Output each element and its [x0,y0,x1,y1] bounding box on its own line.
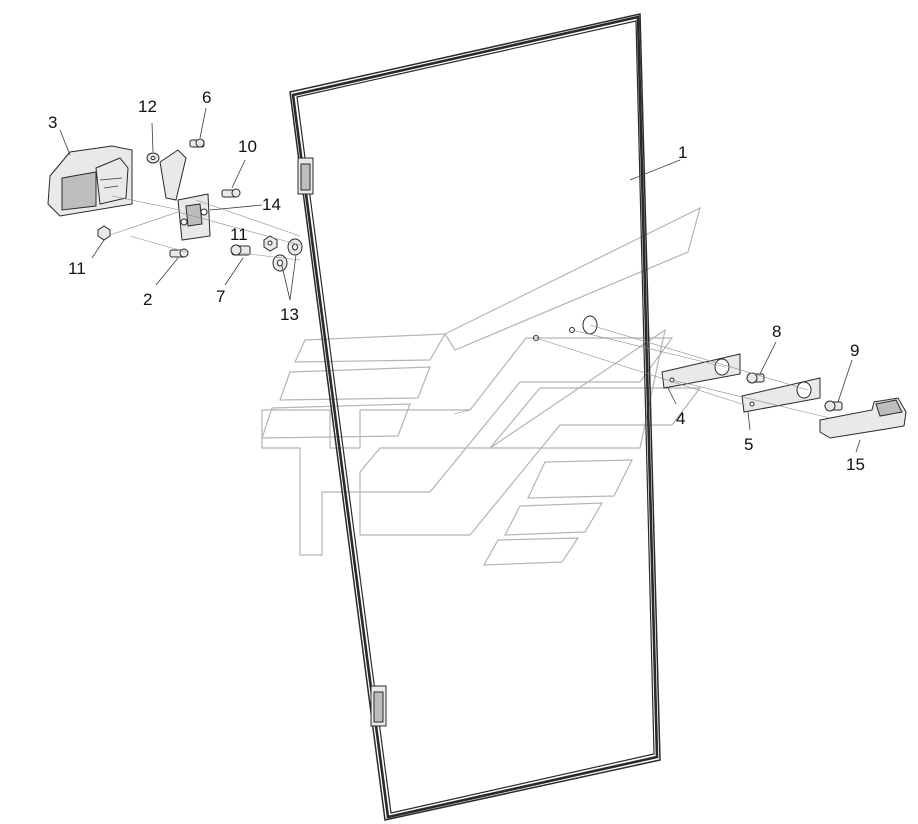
washer-12 [146,152,160,164]
callout-10: 10 [238,137,257,156]
callout-5: 5 [744,435,753,454]
screw-6 [189,138,205,148]
callout-11-left: 11 [68,259,86,278]
door-panel [289,13,661,821]
nut-11-left [97,225,111,241]
callout-7: 7 [216,287,225,306]
callout-2: 2 [143,290,152,309]
callout-3: 3 [48,113,57,132]
callout-labels: 1 2 3 4 5 6 7 8 9 10 11 11 12 13 14 15 [48,88,865,474]
callout-13: 13 [280,305,299,324]
lock-housing [47,145,133,217]
screw-7 [230,244,251,256]
plate-5 [741,377,821,413]
watermark-logo [261,206,702,566]
upper-hinge [297,157,314,195]
nut-11-right [263,235,278,252]
callout-1: 1 [678,143,687,162]
callout-11-right: 11 [230,225,248,244]
plate-4 [661,353,741,389]
leader-lines [59,107,861,453]
callout-14: 14 [262,195,281,214]
lower-hinge [370,685,387,727]
callout-15: 15 [846,455,865,474]
callout-8: 8 [772,322,781,341]
lock-mechanism [159,149,211,241]
door-handle [819,397,907,439]
callout-12: 12 [138,97,157,116]
washers-13 [272,238,303,272]
callout-6: 6 [202,88,211,107]
screw-10 [221,188,241,198]
screw-9 [824,400,843,412]
callout-4: 4 [676,409,685,428]
callout-9: 9 [850,341,859,360]
